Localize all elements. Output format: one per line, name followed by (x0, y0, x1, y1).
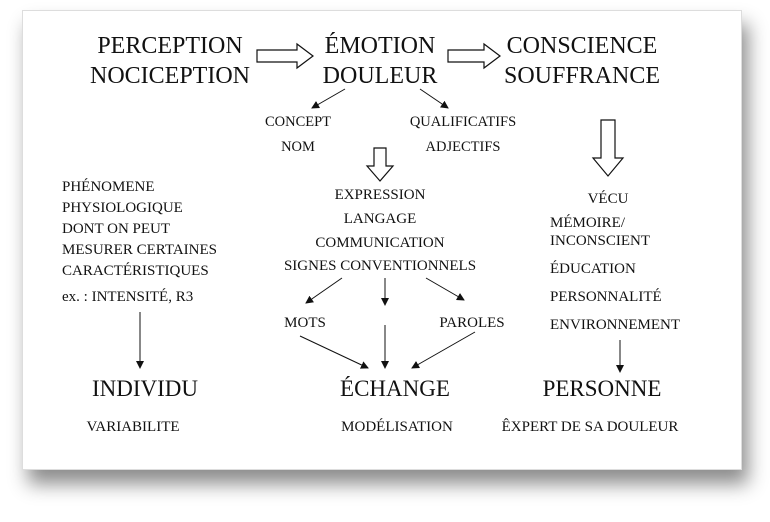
nom-label: NOM (281, 139, 315, 155)
qualificatifs-label: QUALIFICATIFS (410, 114, 516, 130)
arrow-to-concept (311, 88, 346, 109)
hollow-arrow-right-icon (447, 42, 501, 70)
individu-label: INDIVIDU (92, 376, 198, 401)
right-line: ÉDUCATION (550, 260, 636, 277)
diagram-card (22, 10, 742, 470)
emotion-label: ÉMOTION (325, 33, 436, 59)
left-line: PHÉNOMENE (62, 178, 155, 195)
personne-label: PERSONNE (543, 376, 662, 401)
arrow-paroles-to-echange (411, 331, 476, 369)
arrow-mots-to-echange (299, 335, 369, 369)
right-line: PERSONNALITÉ (550, 288, 662, 305)
paroles-label: PAROLES (439, 315, 504, 331)
center-line: LANGAGE (344, 211, 417, 227)
hollow-arrow-right-icon (256, 42, 314, 70)
douleur-label: DOULEUR (323, 63, 438, 89)
left-line: CARACTÉRISTIQUES (62, 262, 209, 279)
left-line: MESURER CERTAINES (62, 242, 217, 258)
center-line: EXPRESSION (335, 187, 426, 203)
right-line: INCONSCIENT (550, 233, 650, 249)
variabilite-label: VARIABILITE (86, 419, 179, 435)
mots-label: MOTS (284, 315, 326, 331)
left-line: PHYSIOLOGIQUE (62, 200, 183, 216)
adjectifs-label: ADJECTIFS (426, 139, 501, 155)
right-line: MÉMOIRE/ (550, 214, 626, 231)
left-line: ex. : INTENSITÉ, R3 (62, 288, 193, 305)
expert-label: ÊXPERT DE SA DOULEUR (502, 418, 679, 435)
arrow-to-mots (305, 277, 343, 304)
modelisation-label: MODÉLISATION (341, 418, 453, 435)
hollow-arrow-down-icon (591, 119, 625, 177)
perception-label: PERCEPTION (97, 33, 242, 59)
arrow-to-paroles (425, 277, 465, 301)
hollow-arrow-down-icon (365, 147, 395, 182)
right-line: VÉCU (588, 190, 629, 207)
center-line: SIGNES CONVENTIONNELS (284, 258, 476, 274)
nociception-label: NOCICEPTION (90, 63, 250, 89)
souffrance-label: SOUFFRANCE (504, 63, 660, 89)
arrow-to-qualificatifs (419, 88, 449, 109)
echange-label: ÉCHANGE (340, 376, 450, 401)
right-line: ENVIRONNEMENT (550, 317, 680, 333)
conscience-label: CONSCIENCE (507, 33, 658, 59)
center-line: COMMUNICATION (315, 235, 444, 251)
left-line: DONT ON PEUT (62, 221, 170, 237)
concept-label: CONCEPT (265, 114, 331, 130)
